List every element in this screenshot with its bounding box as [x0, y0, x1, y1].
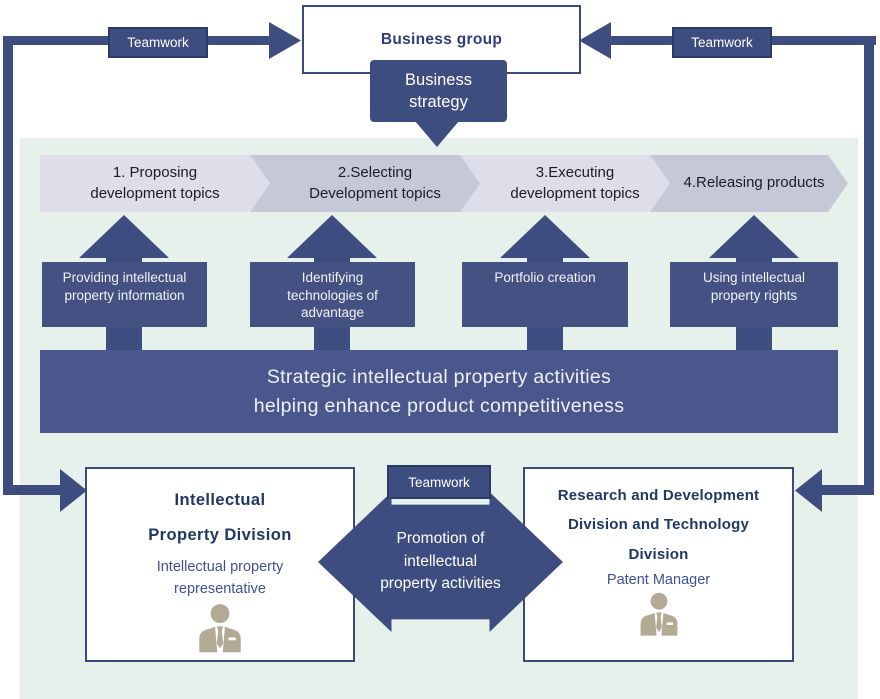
- promotion-arrow-label-wrap: Promotion of intellectual property activ…: [318, 492, 563, 632]
- teamwork-left-arrow-icon: [269, 22, 301, 59]
- activity-2-text: Identifying technologies of advantage: [287, 270, 378, 321]
- business-strategy-callout: Business strategy: [370, 60, 507, 122]
- process-step-3-label: 3.Executing development topics: [510, 164, 640, 202]
- activity-label-4: Using intellectual property rights: [670, 262, 838, 327]
- strategy-banner: Strategic intellectual property activiti…: [40, 350, 838, 433]
- process-step-1: 1. Proposing development topics: [40, 155, 270, 212]
- activity-4-text: Using intellectual property rights: [702, 270, 806, 303]
- businessman-icon: [199, 604, 241, 653]
- process-step-4: 4.Releasing products: [650, 155, 848, 212]
- teamwork-badge-right: Teamwork: [672, 27, 772, 58]
- rnd-division-subtitle: Patent Manager: [606, 571, 711, 588]
- teamwork-badge-center: Teamwork: [387, 465, 491, 499]
- activity-1-text: Providing intellectual property informat…: [62, 270, 187, 303]
- ip-division-subtitle: Intellectual property representative: [156, 558, 284, 598]
- rnd-division-title: Research and Development Division and Te…: [557, 487, 760, 563]
- promotion-arrow-label: Promotion of intellectual property activ…: [380, 530, 501, 593]
- process-step-2-label: 2.Selecting Development topics: [309, 164, 441, 202]
- activity-label-3: Portfolio creation: [462, 262, 628, 327]
- right-connector-vertical: [864, 36, 874, 495]
- activity-3-text: Portfolio creation: [494, 270, 596, 285]
- rnd-division-box: Research and Development Division and Te…: [523, 467, 794, 662]
- ip-division-title: Intellectual Property Division: [148, 491, 292, 545]
- activity-label-1: Providing intellectual property informat…: [42, 262, 207, 327]
- left-connector-horizontal: [3, 485, 62, 495]
- teamwork-badge-left-label: Teamwork: [127, 35, 189, 50]
- strategy-banner-text: Strategic intellectual property activiti…: [253, 366, 625, 417]
- process-step-1-label: 1. Proposing development topics: [90, 164, 220, 202]
- business-strategy-label: Business strategy: [405, 70, 472, 111]
- left-connector-vertical: [3, 36, 13, 495]
- business-group-label: Business group: [380, 30, 503, 48]
- teamwork-badge-left: Teamwork: [108, 27, 208, 58]
- teamwork-badge-center-label: Teamwork: [408, 474, 470, 490]
- teamwork-badge-right-label: Teamwork: [691, 35, 753, 50]
- teamwork-right-arrow-icon: [579, 22, 611, 59]
- activity-label-2: Identifying technologies of advantage: [250, 262, 415, 327]
- businessman-icon: [640, 592, 677, 636]
- ip-division-box: Intellectual Property Division Intellect…: [85, 467, 355, 662]
- process-step-2: 2.Selecting Development topics: [250, 155, 490, 212]
- right-connector-horizontal: [822, 485, 874, 495]
- process-step-3: 3.Executing development topics: [460, 155, 680, 212]
- process-step-4-label: 4.Releasing products: [683, 174, 825, 192]
